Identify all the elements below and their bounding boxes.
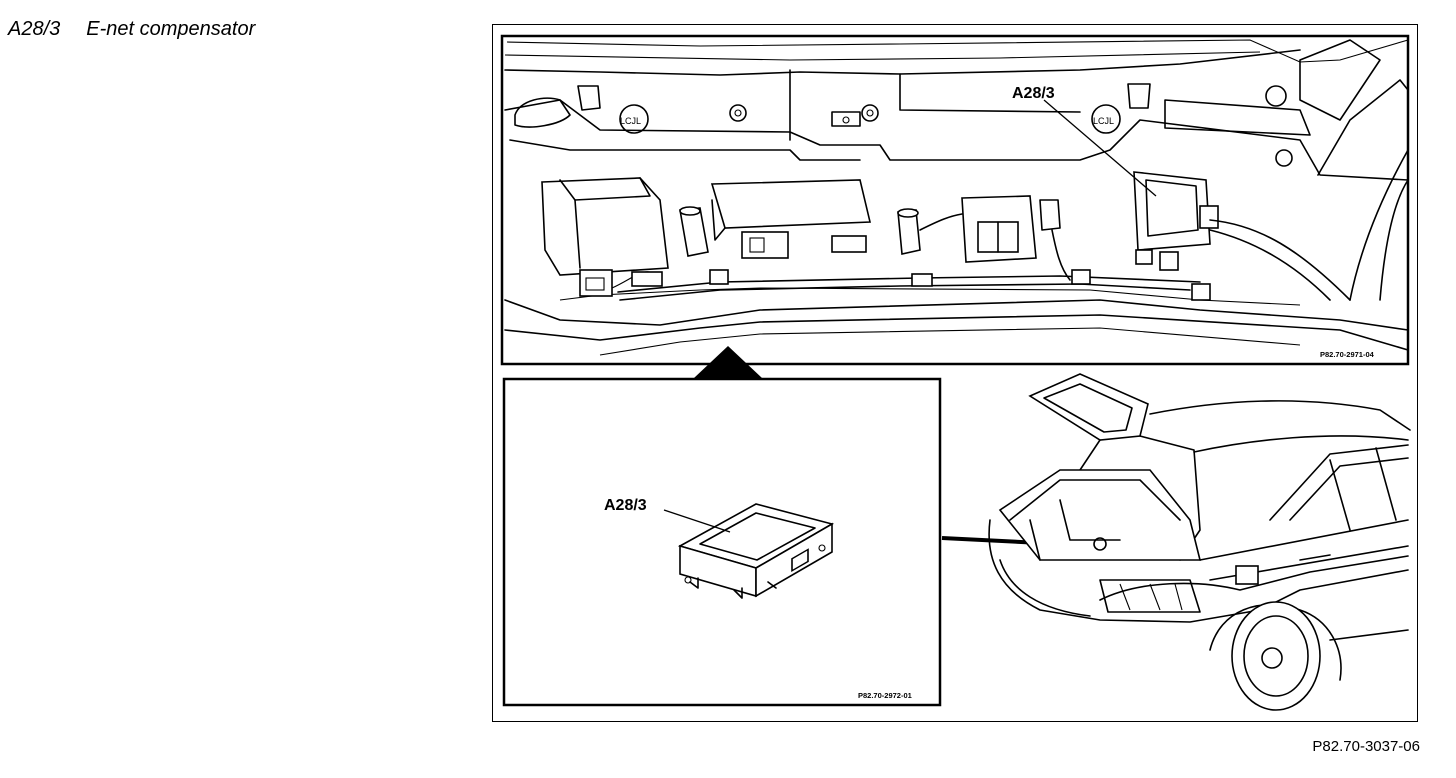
- detail-view-panel: A28/3 P82.70-2972-01: [502, 377, 942, 707]
- component-title: E-net compensator: [86, 18, 256, 40]
- component-code: A28/3: [8, 18, 61, 40]
- top-figure-code: P82.70-2971-04: [1320, 350, 1375, 359]
- figure-code: P82.70-3037-06: [1312, 738, 1420, 755]
- svg-text:LCJL: LCJL: [1093, 116, 1114, 126]
- detail-figure-code: P82.70-2972-01: [858, 691, 912, 700]
- detail-callout-label: A28/3: [604, 497, 647, 514]
- vehicle-drawing: [988, 373, 1411, 711]
- illustration-frame: [492, 24, 1418, 722]
- figure-caption: A28/3 E-net compensator: [8, 18, 255, 41]
- top-view-panel: LCJL LCJL: [500, 34, 1410, 366]
- arrow-up-icon: [694, 346, 762, 378]
- svg-text:LCJL: LCJL: [620, 116, 641, 126]
- top-callout-label: A28/3: [1012, 85, 1055, 102]
